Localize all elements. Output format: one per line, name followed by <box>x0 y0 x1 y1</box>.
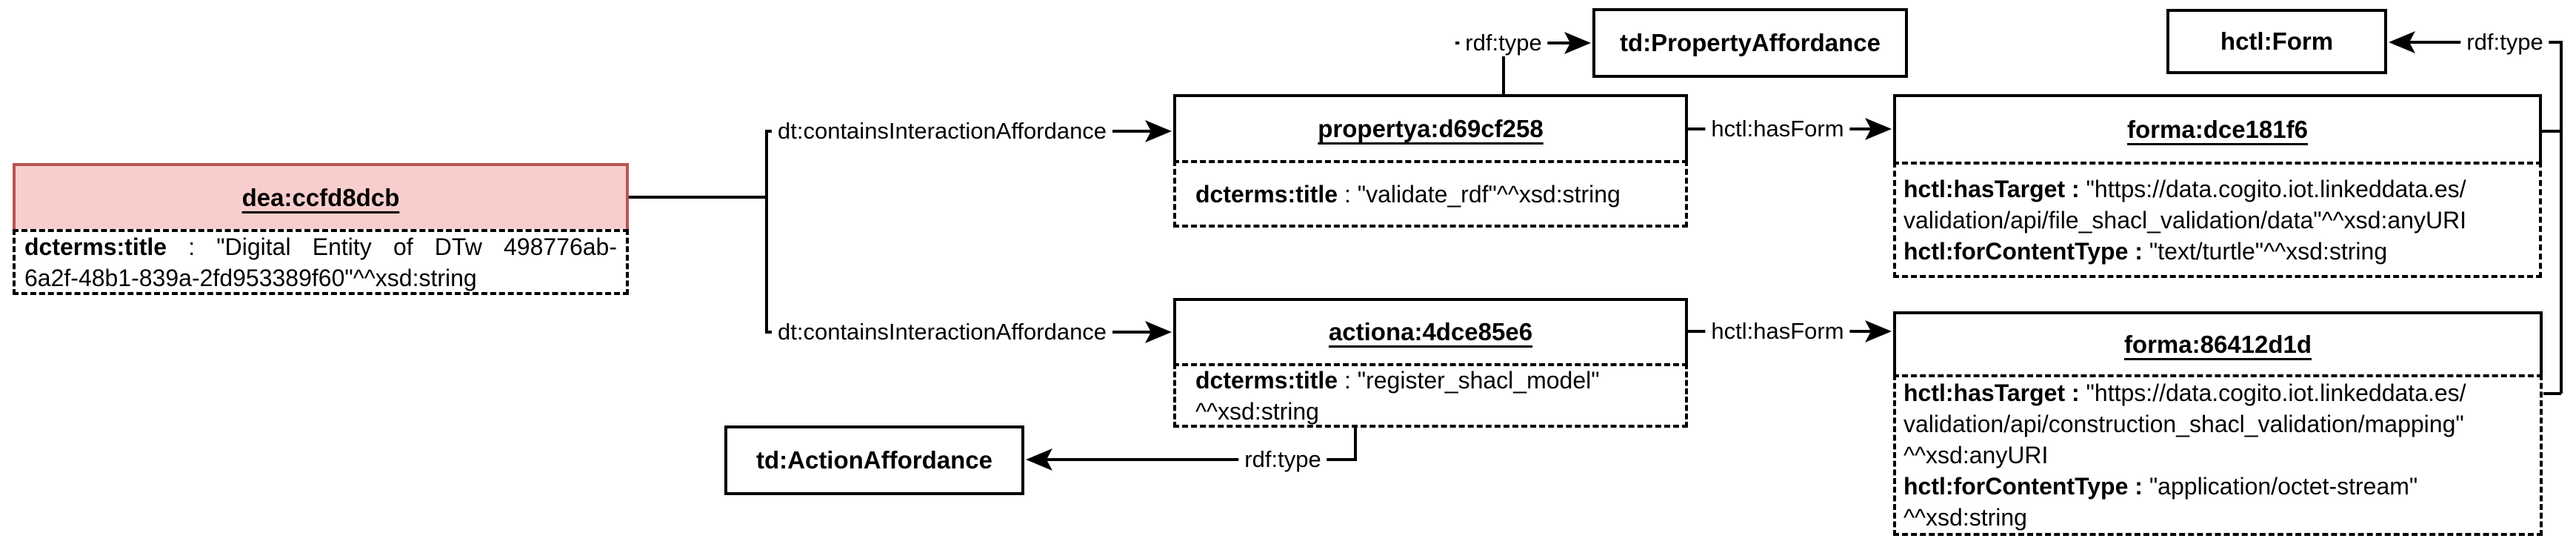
arrowhead <box>1564 32 1591 54</box>
attribute-value: ^^xsd:string <box>1195 397 1319 425</box>
attribute-value: : "Digital Entity of DTw 498776ab- <box>167 233 617 260</box>
node-dea-header: dea:ccfd8dcb <box>13 163 629 229</box>
attribute-value: validation/api/file_shacl_validation/dat… <box>1903 206 2467 233</box>
connector-rdftype-form <box>2400 41 2563 395</box>
attribute-value: 6a2f-48b1-839a-2fd953389f60"^^xsd:string <box>24 264 477 291</box>
edge-label-hasform-top: hctl:hasForm <box>1705 116 1850 142</box>
attribute-line: hctl:hasTarget : "https://data.cogito.io… <box>1896 377 2540 408</box>
attribute-line: hctl:forContentType : "application/octet… <box>1896 471 2540 502</box>
attribute-value: "text/turtle"^^xsd:string <box>2142 237 2388 265</box>
attribute-label: dcterms:title <box>24 233 167 260</box>
attribute-label: hctl:hasTarget : <box>1903 175 2080 202</box>
node-actiona-header: actiona:4dce85e6 <box>1173 298 1688 363</box>
node-forma-dce181f6-body: hctl:hasTarget : "https://data.cogito.io… <box>1893 162 2542 278</box>
node-actiona-body: dcterms:title : "register_shacl_model" ^… <box>1173 363 1688 428</box>
attribute-line: dcterms:title : "register_shacl_model" <box>1176 365 1685 396</box>
attribute-line: validation/api/file_shacl_validation/dat… <box>1896 205 2539 236</box>
attribute-label: dcterms:title <box>1195 180 1338 208</box>
node-dea-body: dcterms:title : "Digital Entity of DTw 4… <box>13 229 629 295</box>
attribute-line: dcterms:title : "Digital Entity of DTw 4… <box>16 231 626 262</box>
attribute-value: "application/octet-stream" <box>2142 473 2418 500</box>
node-propertya-body: dcterms:title : "validate_rdf"^^xsd:stri… <box>1173 160 1688 228</box>
attribute-value: "https://data.cogito.iot.linkeddata.es/ <box>2079 380 2466 406</box>
arrowhead <box>1145 321 1172 343</box>
node-dea: dea:ccfd8dcb dcterms:title : "Digital En… <box>13 163 629 295</box>
edge-label-rdftype-property: rdf:type <box>1459 30 1548 56</box>
node-forma-86412d1d-title: forma:86412d1d <box>2123 330 2312 358</box>
node-hctl-form-title: hctl:Form <box>2220 27 2334 55</box>
edge-label-contains-bottom: dt:containsInteractionAffordance <box>772 319 1113 345</box>
arrowhead <box>1145 120 1172 142</box>
node-propertya: propertya:d69cf258 dcterms:title : "vali… <box>1173 94 1688 228</box>
attribute-value: : "register_shacl_model" <box>1338 366 1600 394</box>
attribute-line: ^^xsd:anyURI <box>1896 440 2540 471</box>
attribute-line: hctl:hasTarget : "https://data.cogito.io… <box>1896 173 2539 205</box>
attribute-value: ^^xsd:string <box>1903 504 2027 531</box>
attribute-line: dcterms:title : "validate_rdf"^^xsd:stri… <box>1176 179 1685 210</box>
node-actiona: actiona:4dce85e6 dcterms:title : "regist… <box>1173 298 1688 428</box>
attribute-label: hctl:forContentType : <box>1903 473 2143 500</box>
edge-label-rdftype-action: rdf:type <box>1238 446 1327 473</box>
node-propertya-header: propertya:d69cf258 <box>1173 94 1688 160</box>
attribute-label: dcterms:title <box>1195 366 1338 394</box>
connector-dea-branch <box>629 130 768 334</box>
node-td-property-affordance: td:PropertyAffordance <box>1592 8 1908 78</box>
attribute-value: : "validate_rdf"^^xsd:string <box>1338 180 1621 208</box>
node-hctl-form: hctl:Form <box>2166 9 2387 74</box>
edge-label-hasform-bottom: hctl:hasForm <box>1705 318 1850 345</box>
node-forma-dce181f6: forma:dce181f6 hctl:hasTarget : "https:/… <box>1893 94 2542 278</box>
node-forma-86412d1d-body: hctl:hasTarget : "https://data.cogito.io… <box>1893 374 2543 536</box>
arrowhead <box>1865 118 1892 140</box>
attribute-label: hctl:forContentType : <box>1903 237 2143 265</box>
arrowhead <box>1865 320 1892 342</box>
node-forma-86412d1d: forma:86412d1d hctl:hasTarget : "https:/… <box>1893 311 2543 536</box>
node-td-property-affordance-title: td:PropertyAffordance <box>1619 29 1881 56</box>
attribute-line: ^^xsd:string <box>1896 502 2540 533</box>
arrowhead <box>1026 448 1052 471</box>
node-forma-dce181f6-title: forma:dce181f6 <box>2127 115 2308 143</box>
node-forma-dce181f6-header: forma:dce181f6 <box>1893 94 2542 162</box>
attribute-line: hctl:forContentType : "text/turtle"^^xsd… <box>1896 236 2539 267</box>
attribute-value: validation/api/construction_shacl_valida… <box>1903 411 2464 437</box>
node-dea-title: dea:ccfd8dcb <box>241 183 400 211</box>
attribute-line: ^^xsd:string <box>1176 396 1685 427</box>
arrowhead <box>2389 31 2415 53</box>
edge-label-rdftype-form: rdf:type <box>2460 29 2549 56</box>
node-propertya-title: propertya:d69cf258 <box>1318 114 1544 142</box>
attribute-line: 6a2f-48b1-839a-2fd953389f60"^^xsd:string <box>16 262 626 294</box>
edge-label-contains-top: dt:containsInteractionAffordance <box>772 118 1113 145</box>
node-td-action-affordance: td:ActionAffordance <box>724 425 1024 495</box>
node-forma-86412d1d-header: forma:86412d1d <box>1893 311 2543 374</box>
node-actiona-title: actiona:4dce85e6 <box>1328 318 1533 345</box>
attribute-value: "https://data.cogito.iot.linkeddata.es/ <box>2079 175 2466 202</box>
attribute-line: validation/api/construction_shacl_valida… <box>1896 408 2540 440</box>
attribute-value: ^^xsd:anyURI <box>1903 442 2049 468</box>
node-td-action-affordance-title: td:ActionAffordance <box>756 446 992 474</box>
attribute-label: hctl:hasTarget : <box>1903 380 2080 406</box>
